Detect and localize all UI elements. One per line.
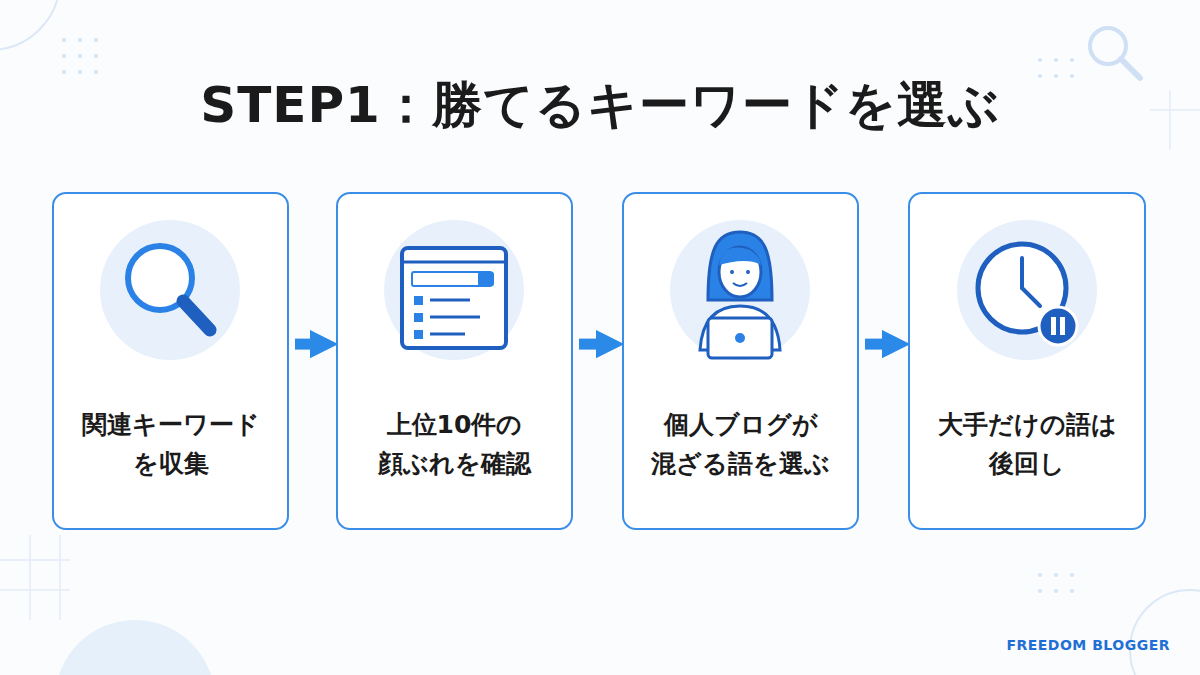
process-box: 大手だけの語は 後回し [908,192,1146,530]
person-laptop-icon [670,220,810,360]
step-text: 関連キーワード を収集 [71,406,271,484]
brand-watermark: FREEDOM BLOGGER [1006,637,1170,653]
step-text: 上位10件の 顔ぶれを確認 [355,406,555,484]
flow-arrow [579,339,610,350]
process-box: 上位10件の 顔ぶれを確認 [336,192,573,530]
corner-arc [0,0,60,50]
flow-arrow [865,339,896,350]
step-text: 大手だけの語は 後回し [927,406,1127,484]
faint-magnifier [1090,28,1140,78]
diagram-title: STEP1：勝てるキーワードを選ぶ [0,72,1200,139]
clock-pause-icon [957,220,1097,360]
search-icon [100,220,240,360]
step-text: 個人ブログが 混ざる語を選ぶ [641,406,841,484]
process-box: 個人ブログが 混ざる語を選ぶ [622,192,859,530]
corner-arc [1130,590,1200,675]
browser-icon [384,220,524,360]
grid-lines [0,90,1200,620]
corner-blob [55,620,215,675]
process-box: 関連キーワード を収集 [52,192,289,530]
flow-arrow [295,339,324,350]
